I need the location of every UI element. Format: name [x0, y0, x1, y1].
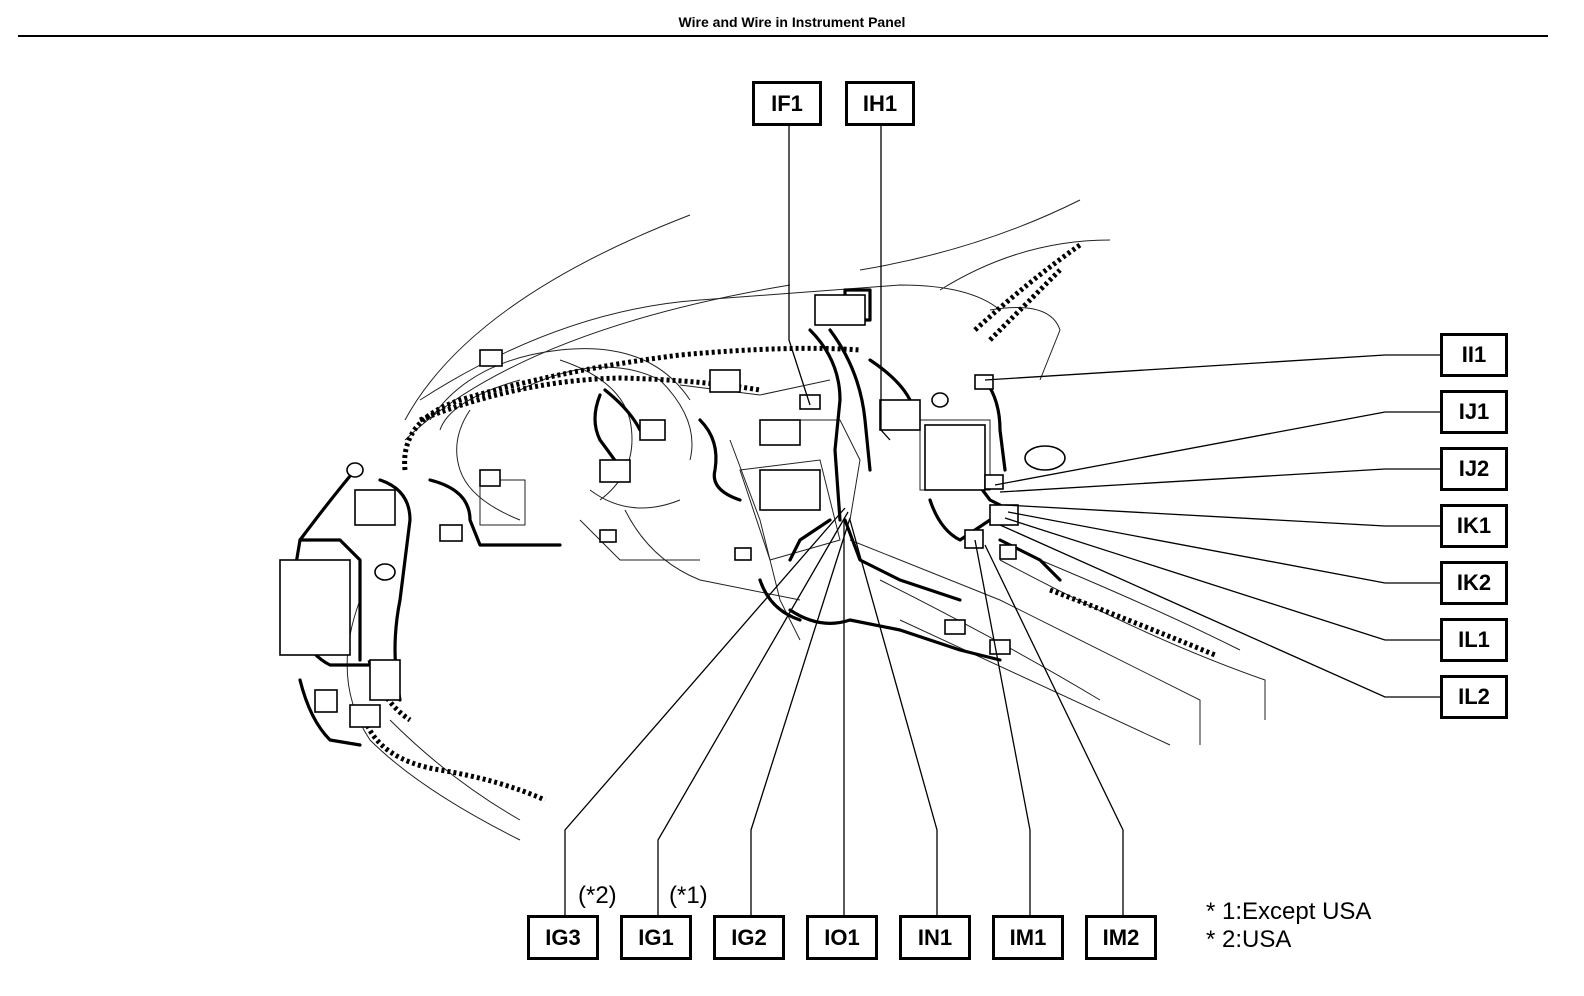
junction-block-right: [924, 424, 986, 491]
connector-p: [989, 504, 1019, 526]
wire-harness: [288, 242, 1216, 803]
connector-u: [944, 619, 966, 635]
grommet-left: [374, 563, 396, 581]
connector-n: [974, 374, 994, 390]
connector-cluster-center: [759, 469, 821, 511]
connector-a: [759, 419, 801, 446]
label-ii1: II1: [1440, 333, 1508, 377]
connector-d: [599, 459, 631, 483]
leader-ig3: [564, 507, 846, 915]
leader-ih1: [880, 126, 891, 441]
leader-im1: [974, 539, 1031, 915]
note-ig1-variant: (*1): [669, 882, 708, 909]
label-in1: IN1: [899, 915, 971, 960]
connector-i: [369, 659, 401, 701]
label-im2: IM2: [1085, 915, 1157, 960]
connector-v: [989, 639, 1011, 655]
leader-ij1: [994, 411, 1445, 486]
junction-block-left: [279, 559, 351, 656]
connector-b: [709, 369, 741, 393]
connector-t: [599, 529, 617, 543]
label-ik2: IK2: [1440, 561, 1508, 605]
label-ij2: IJ2: [1440, 447, 1508, 491]
relay-block-top: [814, 294, 866, 326]
leader-ig2: [750, 517, 851, 915]
connector-e: [479, 469, 501, 487]
label-ih1: IH1: [845, 81, 915, 126]
label-ig2: IG2: [713, 915, 785, 960]
label-if1: IF1: [752, 81, 822, 126]
instrument-panel-outline: [346, 199, 1266, 841]
label-ij1: IJ1: [1440, 390, 1508, 434]
leader-in1: [849, 519, 938, 915]
footnote-except-usa: * 1:Except USA: [1206, 898, 1372, 925]
leader-il2: [999, 524, 1445, 698]
connector-q: [964, 529, 984, 549]
note-ig3-variant: (*2): [578, 882, 617, 909]
connector-o: [984, 474, 1004, 490]
page-title: Wire and Wire in Instrument Panel: [678, 14, 906, 30]
leader-ik2: [1007, 511, 1445, 584]
label-ig3: IG3: [527, 915, 599, 960]
connector-r: [999, 544, 1017, 560]
connector-k: [349, 704, 381, 728]
label-ig1: IG1: [620, 915, 692, 960]
leader-ii1: [984, 354, 1445, 381]
leader-ij2: [999, 468, 1445, 493]
leader-ik1: [1004, 504, 1445, 527]
connector-s: [734, 547, 752, 561]
leader-lines: [564, 126, 1445, 915]
leader-il1: [1004, 517, 1445, 641]
connector-j: [314, 689, 338, 713]
connector-blocks: [279, 294, 1066, 728]
label-ik1: IK1: [1440, 504, 1508, 548]
connector-g: [479, 349, 503, 367]
connector-l: [799, 394, 821, 410]
grommet-right: [1024, 445, 1066, 471]
footnote-usa: * 2:USA: [1206, 926, 1292, 953]
connector-c: [639, 419, 666, 441]
label-il2: IL2: [1440, 675, 1508, 719]
connector-f: [439, 524, 463, 542]
title-rule: [18, 35, 1548, 37]
grommet-center: [931, 392, 949, 408]
label-io1: IO1: [806, 915, 878, 960]
connector-h: [354, 489, 396, 526]
grommet-left-top: [346, 462, 364, 478]
label-im1: IM1: [992, 915, 1064, 960]
leader-im2: [984, 544, 1124, 915]
leader-ig1: [657, 511, 849, 915]
leader-if1: [788, 126, 811, 406]
connector-m: [879, 399, 921, 431]
label-il1: IL1: [1440, 618, 1508, 662]
